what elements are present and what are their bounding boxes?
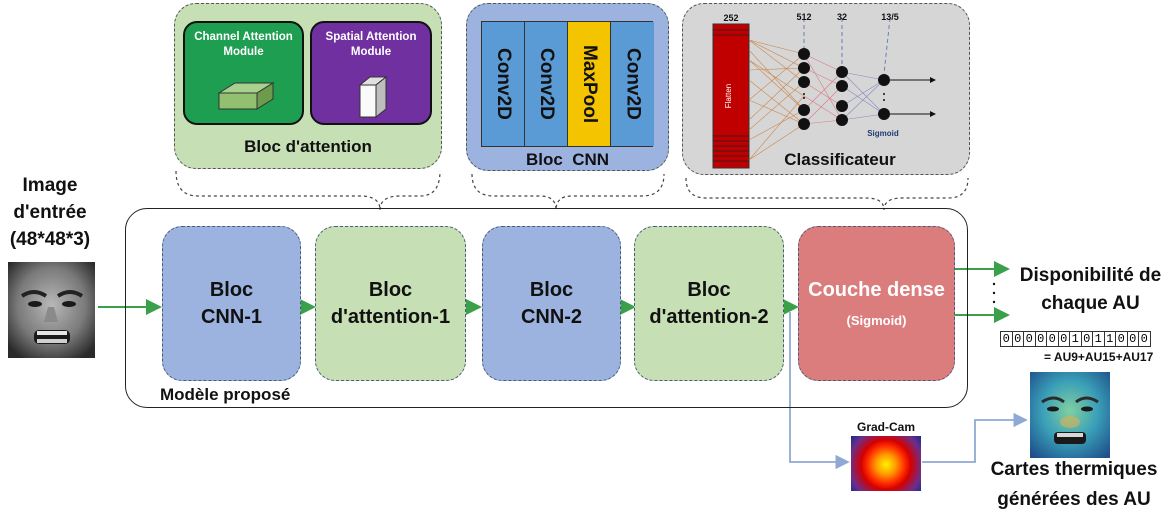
output-title-line1: Disponibilité de: [1019, 265, 1162, 286]
dense-layer-block: Couche dense (Sigmoid): [798, 226, 955, 381]
attention-block-2-line1: Bloc: [687, 278, 731, 301]
au-bit: 0: [1046, 331, 1059, 347]
attention-block-1: Bloc d'attention-1: [315, 226, 466, 381]
attention-block-1-line2: d'attention-1: [330, 305, 451, 328]
au-bit: 0: [1138, 331, 1151, 347]
classifier-network-diagram: Flatten 252 512 32 13/5 Sigmoid: [712, 12, 936, 169]
cnn-block-1-line1: Bloc: [209, 278, 254, 301]
cnn-block-1-line2: CNN-1: [200, 305, 263, 328]
channel-cube-icon: [217, 82, 275, 110]
size-label-252: 252: [723, 13, 738, 23]
cnn-layer-maxpool: MaxPool: [568, 22, 611, 146]
channel-attention-module: Channel Attention Module: [183, 21, 304, 125]
spatial-attention-module: Spatial Attention Module: [310, 21, 432, 125]
heatmap-title-line1: Cartes thermiques: [990, 459, 1158, 480]
proposed-model-frame: [125, 208, 968, 408]
classifier-panel-title: Classificateur: [784, 150, 896, 169]
cnn-layer-conv2d-3: Conv2D: [611, 22, 654, 146]
au-bit-vector: 0 0 0 0 0 0 1 0 1 1 0 0 0: [1000, 331, 1151, 347]
gradcam-heatmap: [851, 436, 921, 491]
cnn-block-2-line2: CNN-2: [520, 305, 583, 328]
input-title-line3: (48*48*3): [9, 229, 91, 250]
attention-panel-title: Bloc d'attention: [244, 137, 372, 156]
input-title-line2: d'entrée: [13, 202, 87, 223]
attention-block-2-line2: d'attention-2: [649, 305, 769, 328]
proposed-model-label: Modèle proposé: [160, 385, 291, 404]
cnn-layer-conv2d-2: Conv2D: [525, 22, 568, 146]
attention-block-1-line1: Bloc: [368, 278, 413, 301]
heatmap-face-image: [1030, 372, 1110, 458]
cnn-layer-conv2d-1: Conv2D: [482, 22, 525, 146]
cnn-layers-container: Conv2D Conv2D MaxPool Conv2D: [481, 21, 654, 147]
dense-layer-subtitle: (Sigmoid): [846, 313, 907, 329]
cnn-panel-title: Bloc CNN: [525, 150, 610, 169]
spatial-attention-label: Spatial Attention Module: [325, 31, 417, 58]
spatial-map-icon: [358, 75, 388, 119]
dense-layer-title: Couche dense: [808, 279, 945, 302]
size-label-32: 32: [837, 12, 847, 22]
output-title-line2: chaque AU: [1041, 293, 1140, 314]
flatten-label: Flatten: [724, 84, 733, 108]
input-face-image: [8, 262, 95, 358]
heatmap-title: Cartes thermiques générées des AU: [975, 455, 1173, 515]
attention-block-2: Bloc d'attention-2: [634, 226, 784, 381]
channel-attention-label: Channel Attention Module: [194, 31, 293, 58]
cnn-block-2-line1: Bloc: [529, 278, 574, 301]
size-label-512: 512: [796, 12, 811, 22]
size-label-13-5: 13/5: [881, 12, 899, 22]
au-equation: = AU9+AU15+AU17: [1044, 350, 1154, 364]
input-title-line1: Image: [22, 175, 78, 196]
sigmoid-label: Sigmoid: [867, 129, 899, 138]
au-bit: 0: [1057, 331, 1070, 347]
input-title: Image d'entrée (48*48*3): [0, 172, 100, 253]
gradcam-label: Grad-Cam: [856, 420, 915, 434]
output-title: Disponibilité de chaque AU: [1008, 262, 1173, 318]
heatmap-title-line2: générées des AU: [997, 489, 1151, 510]
